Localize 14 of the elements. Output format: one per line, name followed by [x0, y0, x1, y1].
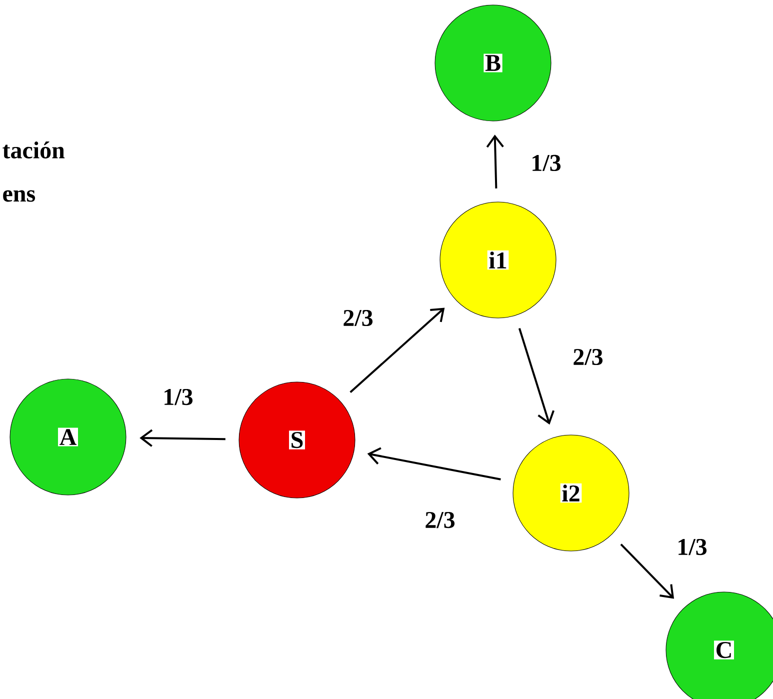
- arrow: [350, 308, 445, 393]
- edge-label: 1/3: [675, 538, 709, 556]
- edge-label: 1/3: [529, 154, 563, 172]
- edge-label: 2/3: [341, 308, 375, 328]
- arrow: [620, 544, 674, 599]
- arrow: [518, 328, 554, 425]
- arrow: [367, 447, 501, 480]
- heading-text: ens: [3, 190, 36, 202]
- edge-label: 2/3: [423, 510, 457, 530]
- arrow: [140, 429, 226, 447]
- heading-text: tación: [2, 142, 65, 158]
- edge-label: 1/3: [161, 388, 195, 406]
- arrow: [486, 134, 504, 188]
- edge-label: 2/3: [571, 348, 605, 366]
